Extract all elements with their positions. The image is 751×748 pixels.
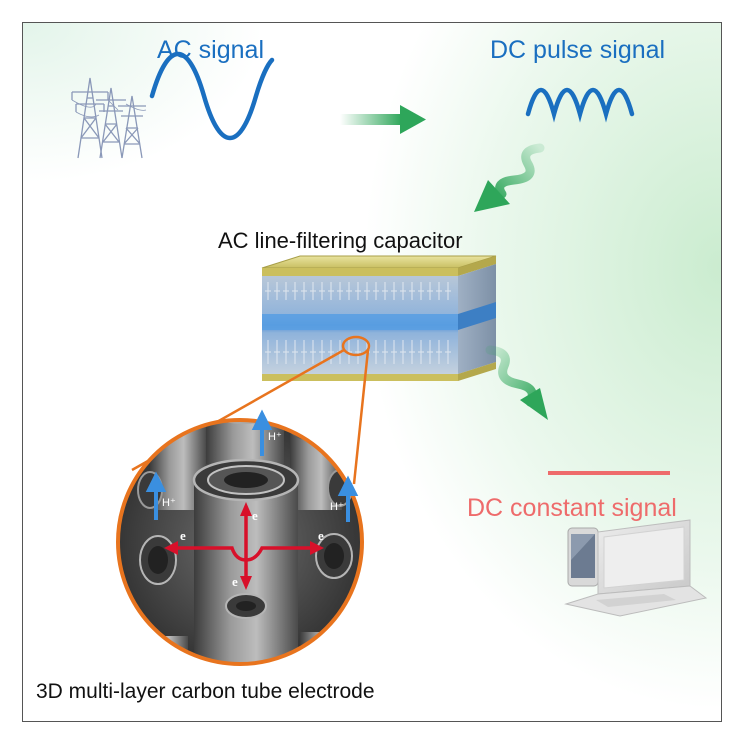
proton-label-right: H⁺ (330, 501, 344, 513)
electrode-label: 3D multi-layer carbon tube electrode (36, 680, 375, 703)
capacitor-device (261, 255, 497, 381)
wavy-arrow-down-right-icon (485, 345, 548, 420)
power-tower-icon (71, 77, 147, 159)
dc-pulse-wave (525, 88, 635, 123)
electron-label-right: e (318, 528, 324, 543)
phone-icon (567, 527, 599, 587)
electron-label-top: e (252, 508, 258, 523)
electron-label-left: e (180, 528, 186, 543)
process-arrow-right-icon (340, 105, 426, 134)
capacitor-label: AC line-filtering capacitor (218, 228, 463, 253)
ac-sine-wave (149, 51, 275, 141)
wavy-arrow-down-left-icon (474, 143, 545, 212)
dc-pulse-signal-label: DC pulse signal (490, 36, 666, 64)
proton-arrows (145, 409, 359, 522)
dc-constant-signal-label: DC constant signal (467, 494, 677, 522)
electron-label-bottom: e (232, 574, 238, 589)
proton-label: H⁺ (268, 431, 282, 443)
proton-label-left: H⁺ (162, 497, 176, 509)
ac-signal-label: AC signal (157, 36, 264, 64)
laptop-icon (564, 519, 708, 617)
electrode-zoom-circle: H⁺ H⁺ H⁺ e e e e (116, 409, 364, 666)
